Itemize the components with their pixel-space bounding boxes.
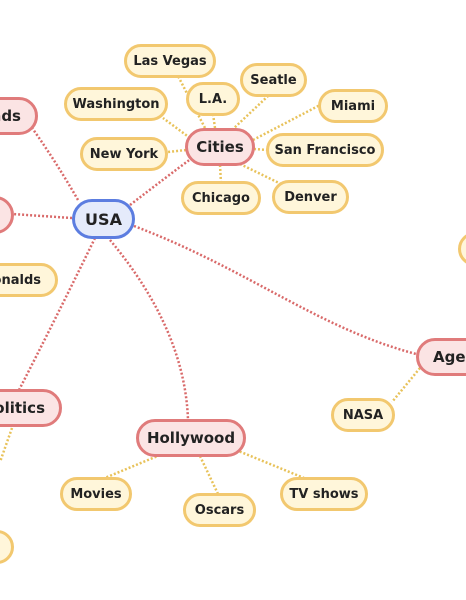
leaf-node-san-francisco[interactable]: San Francisco xyxy=(266,133,384,167)
branch-node-label: Politics xyxy=(0,399,45,417)
branch-node-label: Agen xyxy=(433,348,466,366)
link-usa-cities xyxy=(129,156,193,206)
leaf-node-label: Chicago xyxy=(192,190,250,206)
leaf-node-mcdonalds[interactable]: ponalds xyxy=(0,263,58,297)
leaf-node-oscars[interactable]: Oscars xyxy=(183,493,256,527)
link-usa-politics xyxy=(16,237,97,393)
leaf-node-label: L.A. xyxy=(198,91,228,107)
branch-node-label: Cities xyxy=(196,138,244,156)
leaf-node-denver[interactable]: Denver xyxy=(272,180,349,214)
leaf-node-nasa[interactable]: NASA xyxy=(331,398,395,432)
link-cities-washington xyxy=(162,116,191,140)
root-node-usa[interactable]: USA xyxy=(72,199,135,239)
link-agencies-nasa xyxy=(391,367,421,403)
leaf-node-label: Denver xyxy=(284,189,337,205)
leaf-node-la[interactable]: L.A. xyxy=(186,82,240,116)
leaf-node-new-york[interactable]: New York xyxy=(80,137,168,171)
leaf-node-label: NASA xyxy=(342,407,384,423)
leaf-node-label: Miami xyxy=(330,98,376,114)
leaf-node-chicago[interactable]: Chicago xyxy=(181,181,261,215)
leaf-node-seatle[interactable]: Seatle xyxy=(240,63,307,97)
branch-node-label: Hollywood xyxy=(146,429,236,447)
link-usa-offleft xyxy=(11,212,73,220)
leaf-node-label: TV shows xyxy=(289,486,359,502)
leaf-node-label: Seatle xyxy=(250,72,297,88)
leaf-node-label: ponalds xyxy=(0,272,41,288)
leaf-node-label: New York xyxy=(89,146,159,162)
leaf-node-label: Washington xyxy=(72,96,160,112)
leaf-node-tv-shows[interactable]: TV shows xyxy=(280,477,368,511)
leaf-node-miami[interactable]: Miami xyxy=(318,89,388,123)
link-usa-agencies xyxy=(133,224,421,357)
link-hollywood-tvshows xyxy=(235,448,305,480)
link-usa-hollywood xyxy=(109,239,190,421)
leaf-node-movies[interactable]: Movies xyxy=(60,477,132,511)
leaf-node-las-vegas[interactable]: Las Vegas xyxy=(124,44,216,78)
link-cities-seatle xyxy=(231,95,269,131)
branch-node-hollywood[interactable]: Hollywood xyxy=(136,419,246,457)
link-cities-chicago xyxy=(218,164,223,184)
branch-node-politics[interactable]: Politics xyxy=(0,389,62,427)
leaf-node-label: Oscars xyxy=(194,502,245,518)
link-cities-newyork xyxy=(167,148,187,154)
link-hollywood-movies xyxy=(99,453,161,482)
leaf-node-label: San Francisco xyxy=(274,142,376,158)
leaf-node-label: Las Vegas xyxy=(133,53,207,69)
branch-node-cities[interactable]: Cities xyxy=(185,128,255,166)
branch-node-brands[interactable]: nds xyxy=(0,97,38,135)
branch-node-agencies[interactable]: Agen xyxy=(416,338,466,376)
link-usa-brands xyxy=(28,124,80,201)
leaf-node-label: Movies xyxy=(70,486,122,502)
root-node-label: USA xyxy=(85,209,122,229)
link-cities-miami xyxy=(252,102,323,142)
branch-node-label: nds xyxy=(0,107,21,125)
leaf-node-washington[interactable]: Washington xyxy=(64,87,168,121)
link-politics-offbottom xyxy=(0,427,14,463)
link-cities-la xyxy=(211,113,217,129)
link-hollywood-oscars xyxy=(198,455,220,495)
